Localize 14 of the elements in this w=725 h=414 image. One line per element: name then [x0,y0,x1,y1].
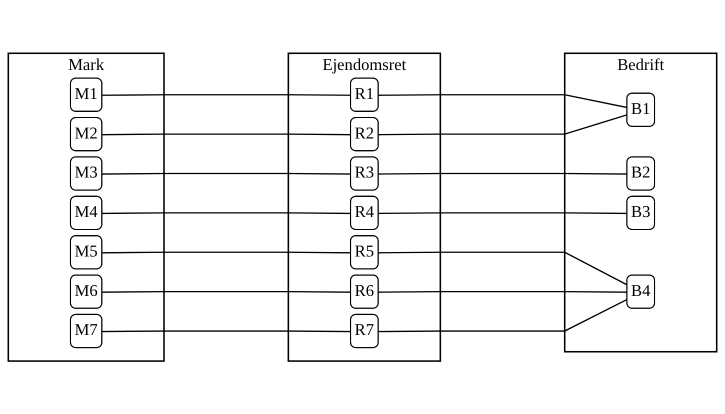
connector [102,133,352,136]
connector [378,298,628,332]
connector [378,251,628,286]
connector [378,114,628,136]
connector [102,172,352,174]
connector [102,212,352,214]
connector [102,290,352,293]
connector [378,172,628,174]
connector [102,330,352,332]
connector [378,212,628,214]
connector [378,290,628,293]
connector [102,94,352,96]
connector [102,251,352,254]
connector [378,94,628,108]
